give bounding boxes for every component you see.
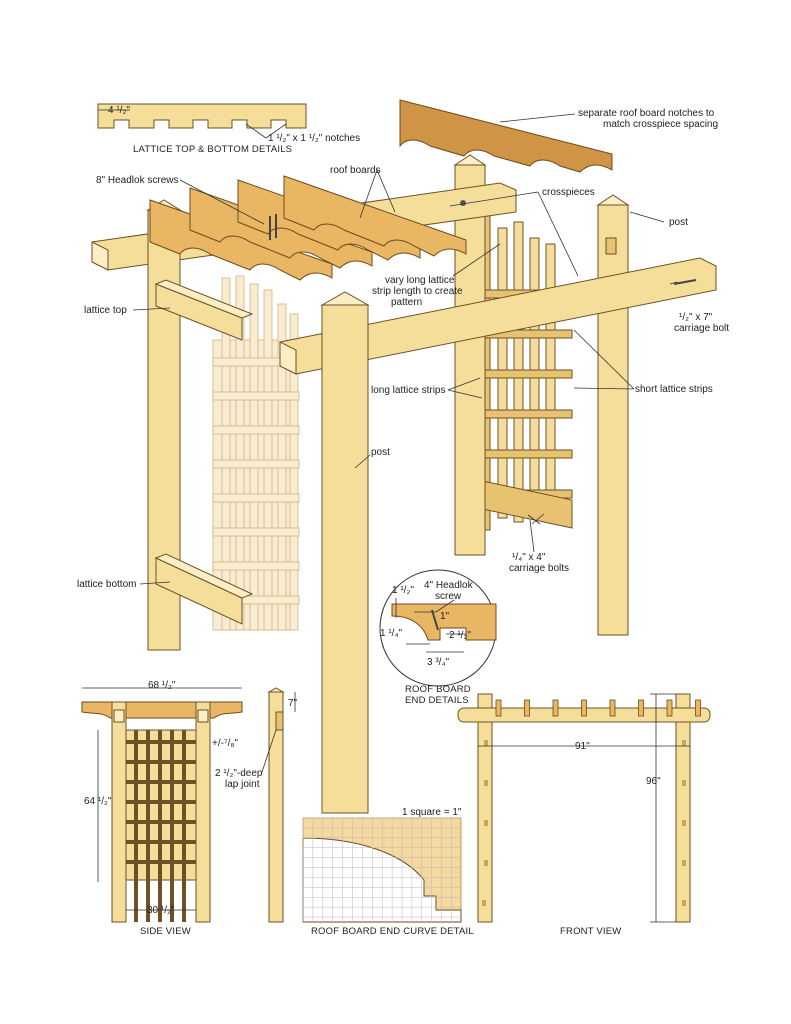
lattice-details-caption: LATTICE TOP & BOTTOM DETAILS — [133, 144, 292, 155]
post-right-label: post — [669, 217, 688, 228]
vary-label-2: strip length to create — [372, 286, 463, 297]
post-notch — [682, 900, 686, 906]
lattice-notch-width-label: 4 ¹/₂" — [108, 105, 130, 116]
carriage-bolt-label-1: ¹/₂" x 7" — [679, 312, 713, 323]
roof-board-end-detail: 1 ¹/₂" 4" Headlok screw 1" 1 ¹/₄" 2 ¹/₂"… — [379, 569, 497, 706]
rafter-end — [666, 699, 673, 717]
curve-detail: 1 square = 1" ROOF BOARD END CURVE DETAI… — [302, 807, 474, 937]
curve-detail-caption: ROOF BOARD END CURVE DETAIL — [311, 926, 474, 937]
rafter-end — [609, 699, 616, 717]
main-labels: separate roof board notches to match cro… — [77, 108, 729, 590]
post-notch — [682, 820, 686, 826]
roof-boards — [149, 99, 613, 281]
post-notch — [484, 820, 488, 826]
post-notch — [484, 740, 488, 746]
side-width-label: 68 ¹/₂" — [148, 680, 176, 691]
notches-label: 1 ¹/₂" x 1 ¹/₂" notches — [268, 133, 360, 144]
rafter-end — [552, 699, 559, 717]
arbor-3d-view — [91, 99, 717, 814]
carriage-bolts4-label-1: ¹/₄" x 4" — [512, 552, 546, 563]
lattice-detail: 4 ¹/₂" 1 ¹/₂" x 1 ¹/₂" notches LATTICE T… — [97, 103, 360, 155]
vary-label-1: vary long lattice — [385, 275, 455, 286]
short-lattice-label: short lattice strips — [635, 384, 713, 395]
crosspieces-label: crosspieces — [542, 187, 595, 198]
square-scale-label: 1 square = 1" — [402, 807, 462, 818]
rafter-end — [695, 699, 701, 717]
front-post-notches — [482, 740, 686, 906]
front-view-caption: FRONT VIEW — [560, 926, 621, 937]
lattice-bottom-label: lattice bottom — [77, 579, 136, 590]
front-view: 91" 96" FRONT VIEW — [457, 693, 711, 937]
long-lattice-label: long lattice strips — [371, 385, 445, 396]
vary-label-3: pattern — [391, 297, 422, 308]
roof-boards-label: roof boards — [330, 165, 381, 176]
lap-label-1: 2 ¹/₂"-deep — [215, 768, 263, 779]
lap-joint-post: 7" 2 ¹/₂"-deep lap joint — [215, 687, 298, 923]
rafter-end — [638, 699, 644, 717]
front-height-label: 96" — [646, 776, 661, 787]
post-notch — [484, 860, 488, 866]
headlok4-label-1: 4" Headlok — [424, 580, 474, 591]
lap-label-2: lap joint — [225, 779, 260, 790]
rafter-end — [581, 699, 587, 717]
rafter-end — [524, 699, 530, 717]
rb-dim-e: 3 ³/₄" — [427, 657, 450, 668]
headlok-screws-label: 8" Headlok screws — [96, 175, 178, 186]
lattice-top-piece — [154, 279, 254, 341]
front-crosspiece — [279, 257, 717, 375]
lap-depth-label: 7" — [288, 698, 298, 709]
post-notch — [682, 740, 686, 746]
separate-notches-label-2: match crosspiece spacing — [603, 119, 718, 130]
ghost-lattice — [212, 275, 300, 631]
front-width-label: 91" — [575, 741, 590, 752]
side-height-label: 64 ¹/₂" — [84, 796, 112, 807]
rb-dim-c: 1 ¹/₄" — [380, 628, 403, 639]
post-notch — [682, 780, 686, 786]
center-post — [320, 291, 370, 814]
roof-board-end-caption-1: ROOF BOARD — [405, 684, 471, 695]
side-lattice-grid — [126, 730, 196, 922]
post-notch — [482, 900, 486, 906]
side-offset-label: +/-⁷/₈" — [212, 738, 238, 749]
lattice-bottom-piece — [154, 553, 254, 625]
headlok4-label-2: screw — [435, 591, 462, 602]
carriage-bolts4-label-2: carriage bolts — [509, 563, 569, 574]
rb-dim-a: 1 ¹/₂" — [392, 585, 414, 596]
side-inner-label: 30 ¹/₂" — [147, 905, 175, 916]
roof-board-end-caption-2: END DETAILS — [405, 695, 469, 706]
post-notch — [484, 780, 488, 786]
rafter-end — [495, 699, 502, 717]
rb-dim-b: 1" — [440, 611, 450, 622]
side-view: 68 ¹/₂" 64 ¹/₂" +/-⁷/₈" 30 ¹/₂" SIDE VIE… — [81, 680, 243, 937]
lattice-top-label: lattice top — [84, 305, 127, 316]
rb-dim-d: 2 ¹/₂" — [449, 630, 471, 641]
separate-notches-label-1: separate roof board notches to — [578, 108, 715, 119]
curve-grid — [302, 817, 461, 922]
front-rafter-ends — [495, 699, 701, 717]
post-notch — [682, 860, 686, 866]
carriage-bolt-label-2: carriage bolt — [674, 323, 729, 334]
side-view-caption: SIDE VIEW — [140, 926, 191, 937]
post-center-label: post — [371, 447, 390, 458]
leader-lines — [132, 113, 678, 585]
